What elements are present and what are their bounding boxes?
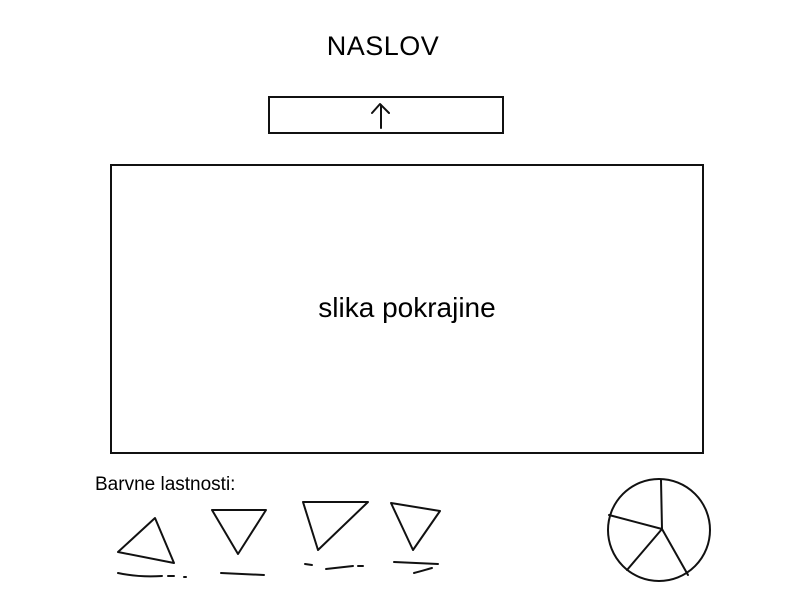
color-swatch-1[interactable] bbox=[112, 512, 192, 582]
color-properties-label: Barvne lastnosti: bbox=[95, 474, 236, 495]
color-swatch-4[interactable] bbox=[386, 498, 456, 578]
pie-chart-icon bbox=[607, 478, 711, 582]
arrow-up-icon bbox=[371, 103, 390, 129]
upload-button[interactable] bbox=[268, 96, 504, 134]
triangle-down-icon bbox=[302, 501, 369, 570]
color-swatch-3[interactable] bbox=[298, 498, 378, 578]
color-swatch-2[interactable] bbox=[204, 504, 284, 580]
color-pie-chart bbox=[606, 477, 714, 590]
image-placeholder-text: slika pokrajine bbox=[318, 292, 496, 323]
triangle-down-icon bbox=[211, 509, 267, 576]
page-title: NASLOV bbox=[326, 31, 440, 61]
triangle-up-icon bbox=[117, 517, 187, 578]
landscape-image-area: slika pokrajine bbox=[110, 164, 704, 454]
triangle-down-icon bbox=[390, 502, 441, 574]
